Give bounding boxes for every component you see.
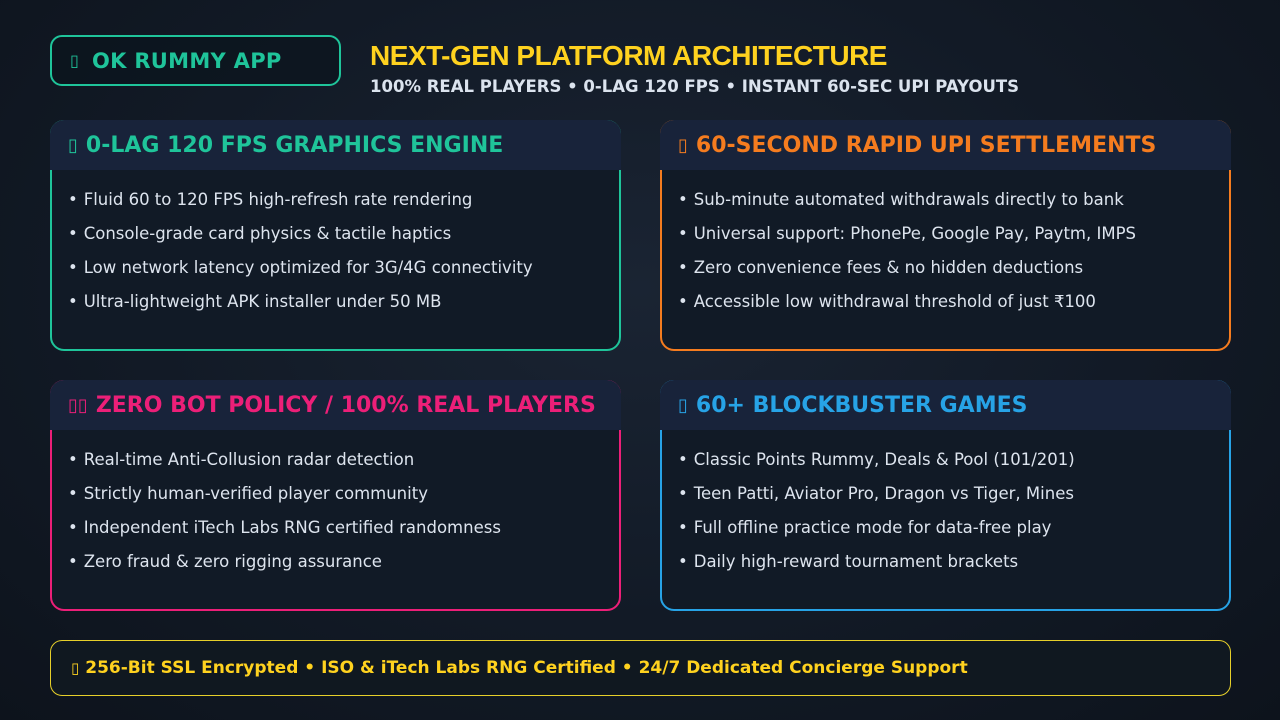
shield-icon: ▯▯ [68,394,88,416]
card-title: 0-LAG 120 FPS GRAPHICS ENGINE [85,132,504,158]
list-item: Ultra-lightweight APK installer under 50… [68,290,533,324]
list-item: Fluid 60 to 120 FPS high-refresh rate re… [68,188,533,222]
feature-card-graphics: ▯ 0-LAG 120 FPS GRAPHICS ENGINE Fluid 60… [50,120,621,351]
lightning-icon: ▯ [68,134,78,156]
feature-list: Classic Points Rummy, Deals & Pool (101/… [678,448,1075,584]
trust-banner: ▯ 256-Bit SSL Encrypted • ISO & iTech La… [50,640,1231,696]
card-title: ZERO BOT POLICY / 100% REAL PLAYERS [95,392,596,418]
cards-icon: ▯ [678,394,688,416]
lock-icon: ▯ [71,659,80,677]
list-item: Console-grade card physics & tactile hap… [68,222,533,256]
feature-list: Sub-minute automated withdrawals directl… [678,188,1136,324]
card-header: ▯ 60-SECOND RAPID UPI SETTLEMENTS [660,120,1231,170]
money-icon: ▯ [678,134,688,156]
list-item: Independent iTech Labs RNG certified ran… [68,516,501,550]
page-title: NEXT-GEN PLATFORM ARCHITECTURE [370,40,888,71]
feature-list: Real-time Anti-Collusion radar detection… [68,448,501,584]
list-item: Strictly human-verified player community [68,482,501,516]
list-item: Daily high-reward tournament brackets [678,550,1075,584]
card-header: ▯▯ ZERO BOT POLICY / 100% REAL PLAYERS [50,380,621,430]
card-title: 60-SECOND RAPID UPI SETTLEMENTS [695,132,1157,158]
list-item: Classic Points Rummy, Deals & Pool (101/… [678,448,1075,482]
list-item: Zero fraud & zero rigging assurance [68,550,501,584]
diamond-icon: ▯ [70,51,80,70]
list-item: Sub-minute automated withdrawals directl… [678,188,1136,222]
card-header: ▯ 0-LAG 120 FPS GRAPHICS ENGINE [50,120,621,170]
trust-banner-text: 256-Bit SSL Encrypted • ISO & iTech Labs… [85,658,968,678]
brand-badge: ▯ OK RUMMY APP [50,35,341,86]
card-header: ▯ 60+ BLOCKBUSTER GAMES [660,380,1231,430]
list-item: Low network latency optimized for 3G/4G … [68,256,533,290]
brand-title: OK RUMMY APP [92,48,282,73]
list-item: Zero convenience fees & no hidden deduct… [678,256,1136,290]
card-title: 60+ BLOCKBUSTER GAMES [695,392,1028,418]
list-item: Accessible low withdrawal threshold of j… [678,290,1136,324]
list-item: Universal support: PhonePe, Google Pay, … [678,222,1136,256]
feature-list: Fluid 60 to 120 FPS high-refresh rate re… [68,188,533,324]
list-item: Full offline practice mode for data-free… [678,516,1075,550]
page-subtitle: 100% REAL PLAYERS • 0-LAG 120 FPS • INST… [370,77,1020,96]
feature-card-games: ▯ 60+ BLOCKBUSTER GAMES Classic Points R… [660,380,1231,611]
list-item: Real-time Anti-Collusion radar detection [68,448,501,482]
feature-card-payouts: ▯ 60-SECOND RAPID UPI SETTLEMENTS Sub-mi… [660,120,1231,351]
feature-card-fairplay: ▯▯ ZERO BOT POLICY / 100% REAL PLAYERS R… [50,380,621,611]
list-item: Teen Patti, Aviator Pro, Dragon vs Tiger… [678,482,1075,516]
